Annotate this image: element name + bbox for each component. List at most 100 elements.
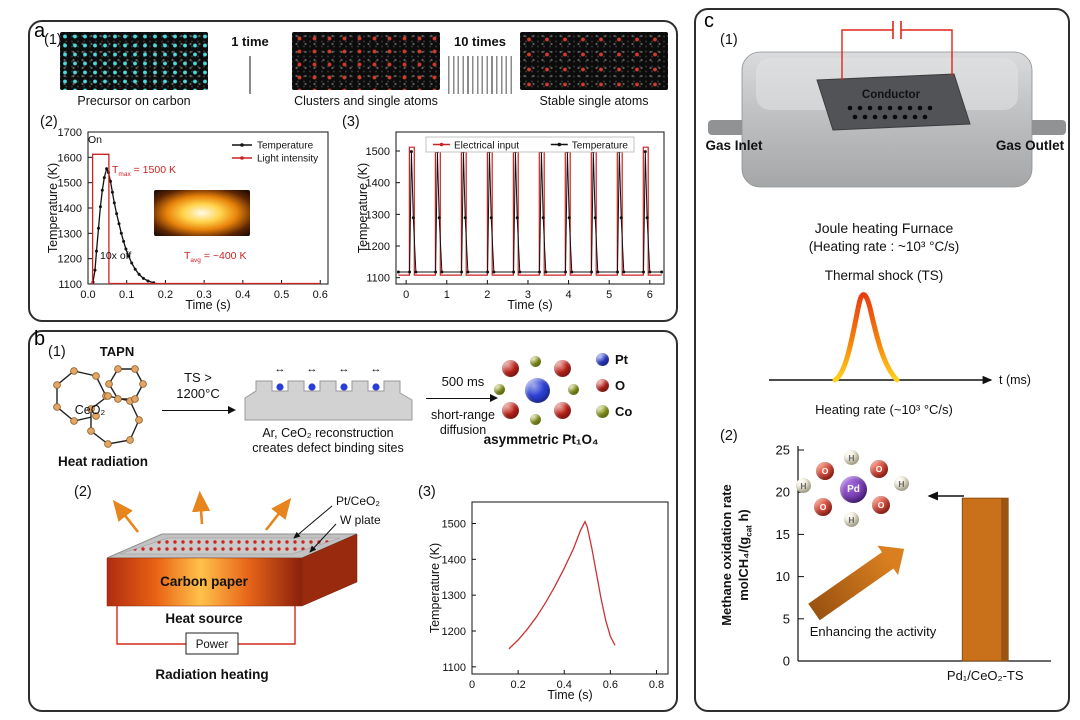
svg-text:0: 0 [469, 679, 475, 691]
svg-text:↔: ↔ [307, 363, 318, 375]
svg-text:0.0: 0.0 [80, 289, 95, 301]
pt-ceo2-pointer [293, 505, 333, 539]
svg-text:20: 20 [776, 485, 790, 500]
gas-outlet-label: Gas Outlet [995, 138, 1065, 153]
w-plate-pointer [309, 523, 337, 553]
on-annotation: On [88, 134, 103, 146]
svg-text:Temperature: Temperature [572, 141, 629, 152]
defect-surface [244, 380, 413, 421]
o-sphere-icon [502, 402, 519, 419]
power-wire-left [116, 606, 186, 645]
svg-text:1600: 1600 [58, 152, 82, 164]
svg-text:1100: 1100 [58, 279, 82, 291]
section-a2-label: (2) [40, 114, 58, 130]
section-b3-label: (3) [418, 484, 436, 500]
pt-sphere-icon [525, 378, 550, 403]
vertex-atoms [53, 365, 147, 448]
svg-text:0.6: 0.6 [313, 289, 328, 301]
joule-furnace-illustration: Conductor [708, 21, 1066, 188]
section-b1-label: (1) [48, 344, 66, 360]
bar-chart-ylabel: Methane oxidation rate molCH₄/(gcat h) [719, 484, 754, 626]
tmax-annotation: Tmax = 1500 K [112, 164, 176, 179]
svg-text:Temperature (K): Temperature (K) [46, 163, 60, 253]
ts-arrow-icon [162, 406, 236, 415]
svg-text:1400: 1400 [442, 554, 466, 566]
svg-text:5: 5 [783, 611, 790, 626]
pd-atom-icon: Pd [840, 476, 867, 503]
svg-text:1: 1 [444, 289, 450, 301]
sample-dots [847, 105, 933, 120]
tem-image-stable [520, 32, 668, 90]
single-pulse-icon [249, 56, 251, 94]
conductor-label: Conductor [862, 89, 921, 101]
heating-rate-label: Heating rate (~10³ °C/s) [815, 402, 953, 417]
svg-text:1300: 1300 [58, 228, 82, 240]
svg-text:1100: 1100 [366, 273, 390, 285]
ceo2-polygon-3 [108, 368, 144, 400]
section-c1-label: (1) [720, 32, 738, 48]
step-10-times-label: 10 times [453, 34, 507, 49]
svg-text:5: 5 [606, 289, 612, 301]
svg-text:1700: 1700 [58, 127, 82, 139]
tem-image-precursor [60, 32, 208, 90]
svg-text:0.5: 0.5 [274, 289, 289, 301]
co-sphere-icon [530, 356, 541, 367]
o-sphere-icon [502, 360, 519, 377]
h-atom-icon: H [796, 478, 811, 493]
svg-text:0.3: 0.3 [196, 289, 211, 301]
svg-text:1400: 1400 [58, 203, 82, 215]
svg-text:Time (s): Time (s) [507, 298, 552, 312]
svg-text:0: 0 [403, 289, 409, 301]
svg-text:0.1: 0.1 [119, 289, 134, 301]
thermal-shock-title: Thermal shock (TS) [824, 268, 944, 283]
pt-ceo2-film [119, 537, 341, 555]
radiation-heating-illustration: Pt/CeO₂ W plate Carbon paper Heat source… [106, 490, 381, 682]
svg-text:1500: 1500 [442, 519, 466, 531]
svg-text:0.2: 0.2 [510, 679, 525, 691]
ceo2-label: CeO₂ [75, 403, 106, 417]
pt-atoms-on-surface [276, 383, 380, 391]
svg-text:1200: 1200 [58, 254, 82, 266]
o-atom-icon: O [872, 496, 890, 514]
svg-text:Time (s): Time (s) [547, 688, 592, 702]
svg-text:1300: 1300 [442, 590, 466, 602]
power-label: Power [196, 639, 229, 651]
svg-text:↔: ↔ [275, 363, 286, 375]
off-annotation: 10x off [100, 250, 132, 262]
svg-text:3: 3 [525, 289, 531, 301]
co-sphere-icon [530, 414, 541, 425]
gas-inlet-label: Gas Inlet [705, 138, 763, 153]
svg-text:1500: 1500 [58, 178, 82, 190]
carbon-paper-label: Carbon paper [160, 574, 249, 589]
panel-c-label: c [704, 10, 714, 32]
inlet-tube [708, 120, 746, 135]
h-atom-icon: H [894, 476, 909, 491]
svg-text:1500: 1500 [366, 146, 390, 158]
svg-text:0.8: 0.8 [649, 679, 664, 691]
pt-sphere-icon [596, 353, 609, 366]
heat-radiation-label: Heat radiation [57, 454, 149, 469]
power-box [185, 632, 239, 655]
legend-row-co: Co [596, 404, 632, 419]
svg-text:Temperature (K): Temperature (K) [356, 163, 370, 253]
stable-dots [520, 32, 668, 90]
thermal-shock-spike [832, 292, 900, 383]
svg-text:Pd₁/CeO₂-TS: Pd₁/CeO₂-TS [947, 668, 1024, 683]
caption-precursor: Precursor on carbon [77, 94, 191, 108]
svg-text:1100: 1100 [442, 662, 466, 674]
furnace-caption-1: Joule heating Furnace [814, 220, 954, 236]
heat-arrow-icon [192, 490, 211, 525]
svg-text:0.2: 0.2 [158, 289, 173, 301]
pt-ceo2-label: Pt/CeO₂ [336, 494, 380, 508]
ts-condition-line2: 1200°C [176, 386, 220, 401]
carbon-paper-front [106, 557, 303, 607]
circuit-wire-right [901, 29, 953, 76]
diffusion-arrow-icon [426, 394, 498, 403]
tavg-annotation: Tavg = ~400 K [184, 250, 247, 265]
svg-text:Time (s): Time (s) [185, 298, 230, 312]
svg-text:10: 10 [776, 569, 790, 584]
clusters-dots [292, 32, 440, 90]
